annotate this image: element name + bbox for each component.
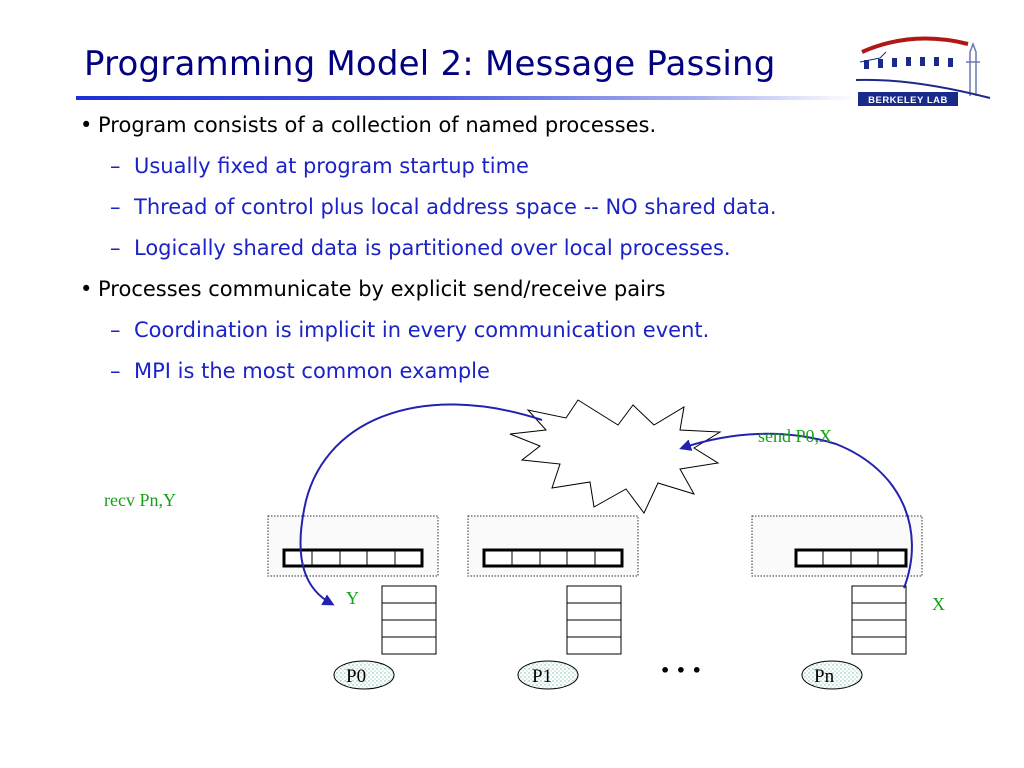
memory-stack-pn [851,585,907,655]
send-label: send P0,X [758,426,832,446]
register-p0 [282,548,424,568]
process-label-p1: P1 [532,666,552,687]
bullet-text: Processes communicate by explicit send/r… [98,277,666,301]
process-label-p0: P0 [346,666,366,687]
sub-bullet-item: –MPI is the most common example [72,354,1012,395]
network-burst [509,399,722,514]
sub-bullet-dash: – [110,318,121,342]
bullet-item: •Program consists of a collection of nam… [72,108,1012,149]
bullet-dot: • [80,277,93,301]
y-label: Y [346,588,359,608]
sub-bullet-text: Logically shared data is partitioned ove… [134,236,731,260]
register-pn [794,548,908,568]
sub-bullet-dash: – [110,195,121,219]
berkeley-lab-logo: Berkeley Lab [855,36,991,106]
x-label: X [932,594,945,614]
process-oval-p0 [333,660,395,690]
bullet-dot: • [80,113,93,137]
memory-stack-p0 [381,585,437,655]
title-underline [76,96,856,100]
sub-bullet-text: MPI is the most common example [134,359,490,383]
bullet-list: •Program consists of a collection of nam… [72,108,1012,395]
recv-label: recv Pn,Y [104,490,176,510]
process-oval-pn [801,660,863,690]
process-label-pn: Pn [814,666,835,687]
send-arrow [679,432,913,589]
register-p1 [482,548,624,568]
sub-bullet-item: –Thread of control plus local address sp… [72,190,1012,231]
sub-bullet-dash: – [110,359,121,383]
bullet-item: •Processes communicate by explicit send/… [72,272,1012,313]
sub-bullet-item: –Logically shared data is partitioned ov… [72,231,1012,272]
slide-title: Programming Model 2: Message Passing [84,44,776,84]
process-oval-p1 [517,660,579,690]
recv-arrow [299,403,543,606]
ellipsis: • • • [660,661,702,680]
sub-bullet-item: –Coordination is implicit in every commu… [72,313,1012,354]
sub-bullet-text: Coordination is implicit in every commun… [134,318,710,342]
logo-text: Berkeley Lab [868,95,948,106]
sub-bullet-dash: – [110,154,121,178]
sub-bullet-text: Usually fixed at program startup time [134,154,529,178]
sub-bullet-item: –Usually fixed at program startup time [72,149,1012,190]
sub-bullet-dash: – [110,236,121,260]
bullet-text: Program consists of a collection of name… [98,113,657,137]
sub-bullet-text: Thread of control plus local address spa… [134,195,777,219]
memory-stack-p1 [566,585,622,655]
